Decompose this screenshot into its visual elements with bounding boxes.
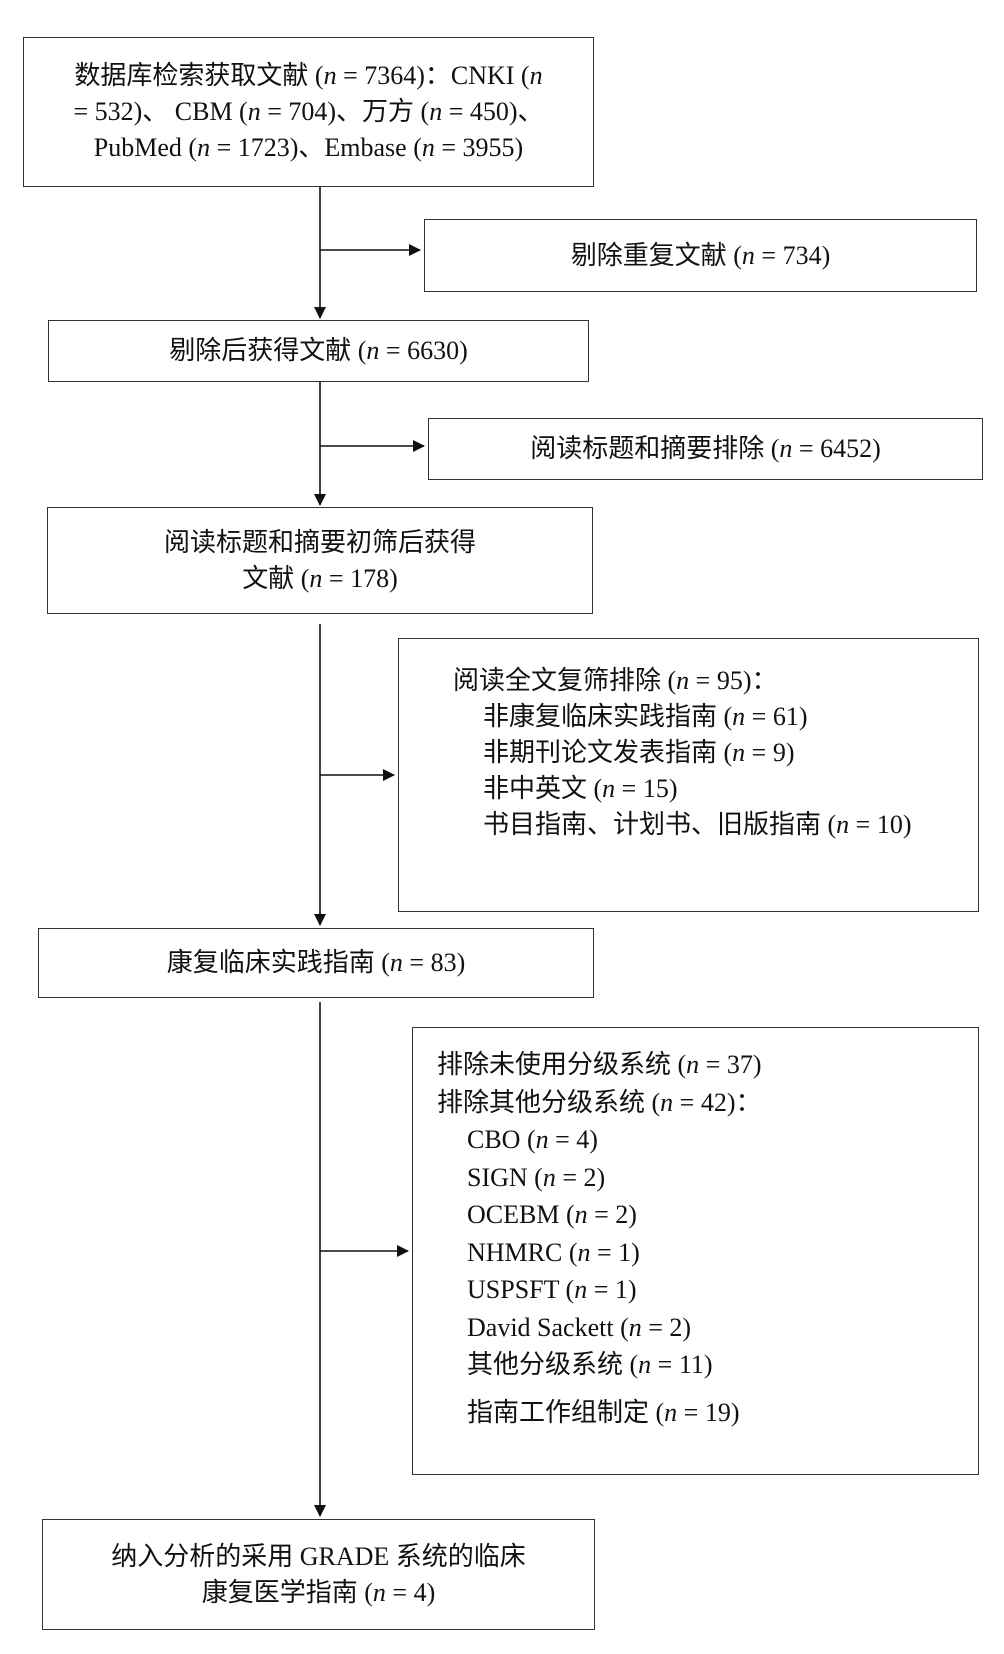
grading-system-item: 指南工作组制定 (n = 19)	[467, 1397, 740, 1427]
grading-system-item: 其他分级系统 (n = 11)	[467, 1350, 713, 1379]
after-dedup-box: 剔除后获得文献 (n = 6630)	[48, 320, 589, 382]
fulltext-excluded-box: 阅读全文复筛排除 (n = 95)： 非康复临床实践指南 (n = 61) 非期…	[398, 638, 979, 912]
other-grading-excluded-heading: 排除其他分级系统 (n = 42)：	[437, 1087, 762, 1117]
grading-system-item: NHMRC (n = 1)	[467, 1237, 640, 1267]
grading-system-item: SIGN (n = 2)	[467, 1162, 606, 1192]
included-line-2: 康复医学指南 (n = 4)	[201, 1577, 436, 1607]
grading-system-item: OCEBM (n = 2)	[467, 1200, 637, 1229]
title-abstract-excluded-box: 阅读标题和摘要排除 (n = 6452)	[428, 418, 983, 480]
search-line-1: 数据库检索获取文献 (n = 7364)：CNKI (n	[74, 61, 543, 90]
fulltext-reason-item: 非康复临床实践指南 (n = 61)	[483, 702, 808, 731]
search-line-2: = 532)、 CBM (n = 704)、万方 (n = 450)、	[73, 97, 544, 126]
duplicates-removed-text: 剔除重复文献 (n = 734)	[570, 240, 831, 270]
included-line-1: 纳入分析的采用 GRADE 系统的临床	[111, 1541, 526, 1571]
search-line-3: PubMed (n = 1723)、Embase (n = 3955)	[93, 133, 524, 162]
rehab-guidelines-text: 康复临床实践指南 (n = 83)	[166, 948, 466, 977]
fulltext-excluded-heading: 阅读全文复筛排除 (n = 95)：	[453, 666, 778, 695]
fulltext-reason-item: 书目指南、计划书、旧版指南 (n = 10)	[483, 810, 912, 839]
screened-line-1: 阅读标题和摘要初筛后获得	[163, 527, 476, 557]
search-results-box: 数据库检索获取文献 (n = 7364)：CNKI (n = 532)、 CBM…	[23, 37, 594, 187]
after-dedup-text: 剔除后获得文献 (n = 6630)	[169, 336, 468, 365]
included-guidelines-box: 纳入分析的采用 GRADE 系统的临床 康复医学指南 (n = 4)	[42, 1519, 595, 1630]
no-grading-excluded-text: 排除未使用分级系统 (n = 37)	[437, 1050, 762, 1079]
screened-line-2: 文献 (n = 178)	[242, 563, 398, 593]
title-abstract-excluded-text: 阅读标题和摘要排除 (n = 6452)	[530, 434, 881, 463]
grading-system-item: USPSFT (n = 1)	[467, 1275, 637, 1304]
fulltext-reason-item: 非期刊论文发表指南 (n = 9)	[483, 738, 795, 767]
duplicates-removed-box: 剔除重复文献 (n = 734)	[424, 219, 977, 292]
rehab-guidelines-box: 康复临床实践指南 (n = 83)	[38, 928, 594, 998]
screened-box: 阅读标题和摘要初筛后获得 文献 (n = 178)	[47, 507, 593, 614]
grading-system-item: David Sackett (n = 2)	[467, 1312, 692, 1342]
grading-excluded-box: 排除未使用分级系统 (n = 37) 排除其他分级系统 (n = 42)： CB…	[412, 1027, 979, 1475]
grading-system-item: CBO (n = 4)	[467, 1125, 598, 1154]
fulltext-reason-item: 非中英文 (n = 15)	[483, 774, 678, 803]
